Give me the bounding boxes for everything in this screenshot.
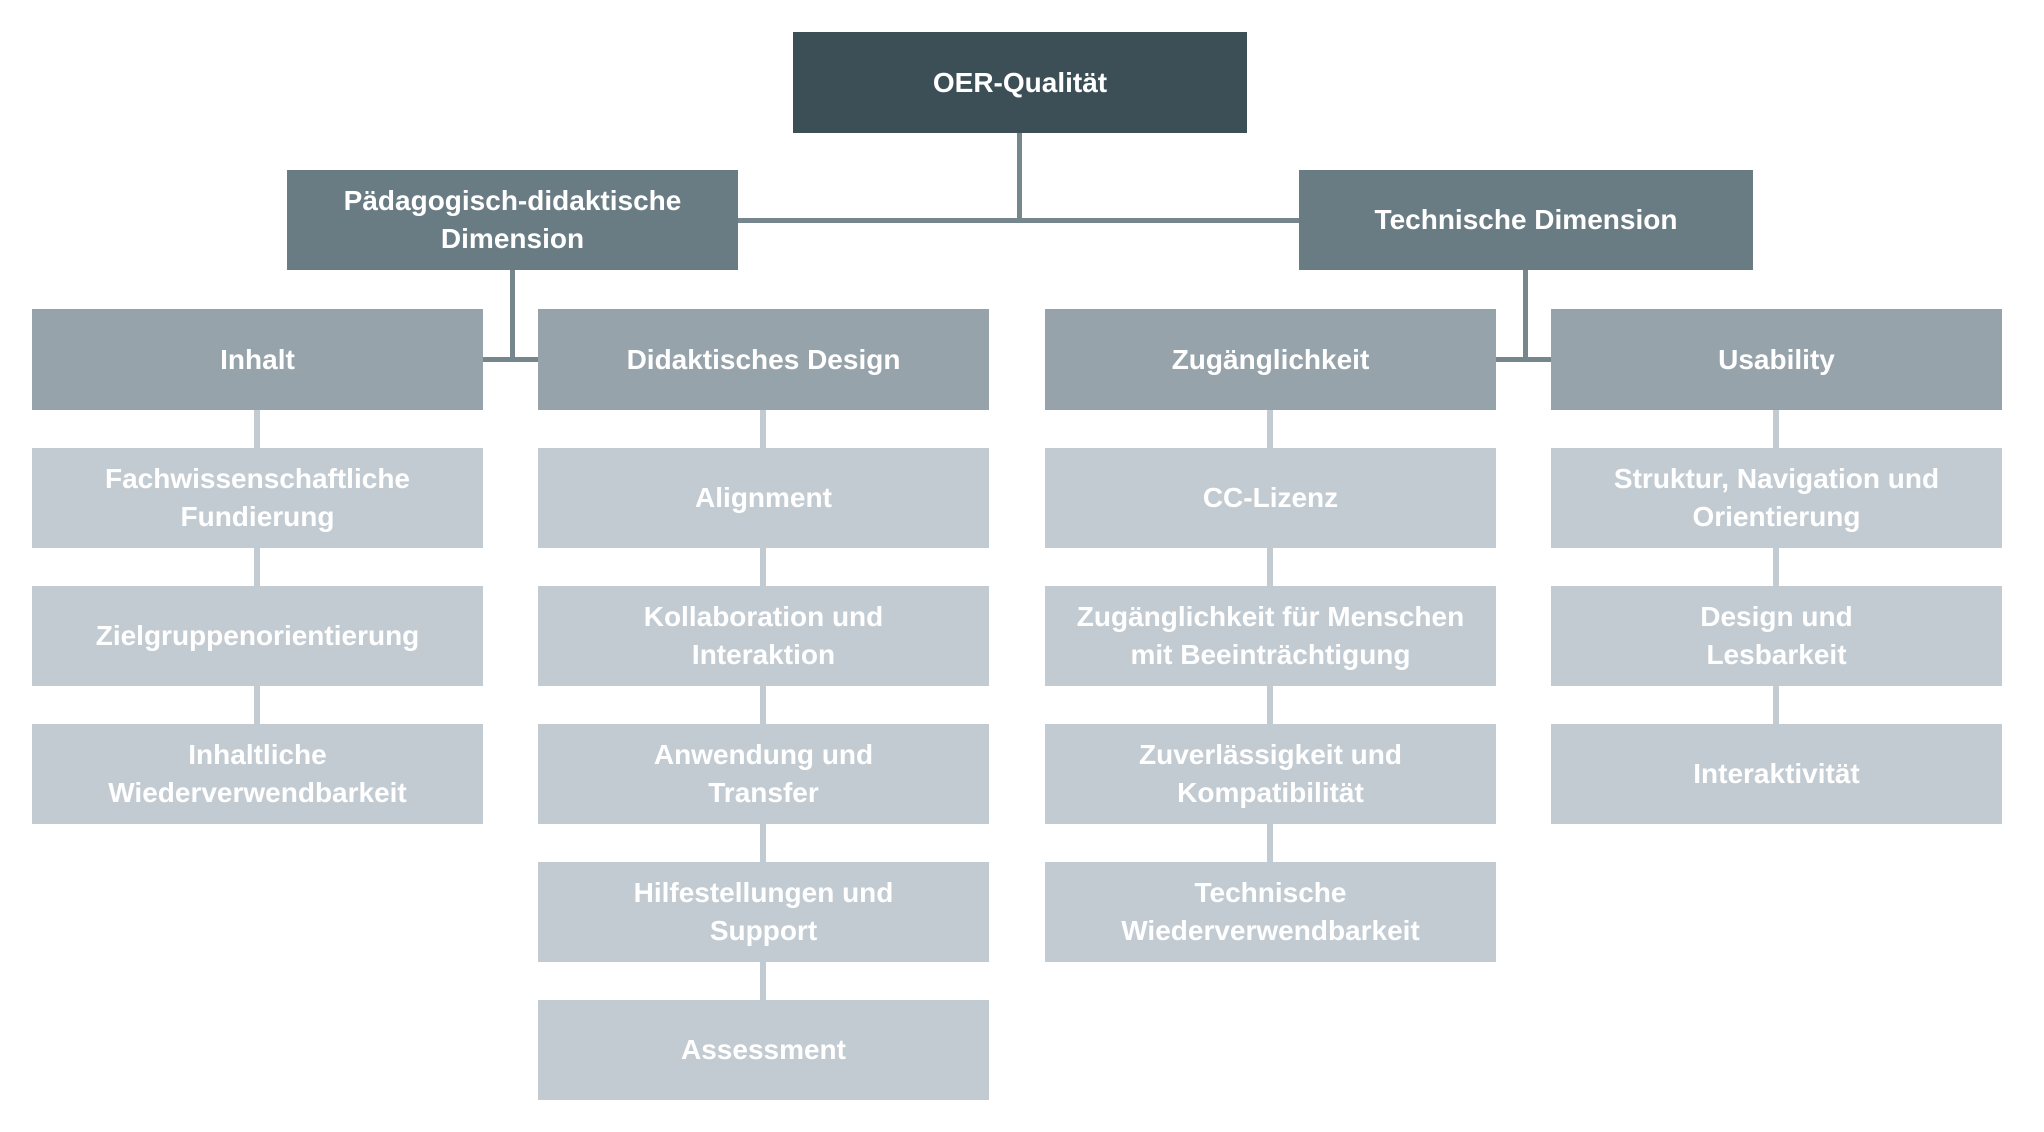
connector-root-horizontal xyxy=(738,218,1299,223)
connector-zugang-3 xyxy=(1267,824,1273,862)
node-inhalt-0: Fachwissenschaftliche Fundierung xyxy=(32,448,483,548)
connector-inhalt-1 xyxy=(254,548,260,586)
connector-usability-1 xyxy=(1773,548,1779,586)
connector-zugang-1 xyxy=(1267,548,1273,586)
connector-design-4 xyxy=(760,962,766,1000)
connector-tech-vertical xyxy=(1523,270,1528,360)
node-zugang-1: Zugänglichkeit für Menschen mit Beeinträ… xyxy=(1045,586,1496,686)
connector-inhalt-0 xyxy=(254,410,260,448)
node-dim-tech: Technische Dimension xyxy=(1299,170,1753,270)
node-design-0: Alignment xyxy=(538,448,989,548)
node-zugang-2: Zuverlässigkeit und Kompatibilität xyxy=(1045,724,1496,824)
node-zugang-0: CC-Lizenz xyxy=(1045,448,1496,548)
node-head-inhalt: Inhalt xyxy=(32,309,483,410)
node-zugang-3: Technische Wiederverwendbarkeit xyxy=(1045,862,1496,962)
node-root: OER-Qualität xyxy=(793,32,1247,133)
connector-paed-horizontal xyxy=(483,357,538,362)
connector-design-3 xyxy=(760,824,766,862)
node-design-3: Hilfestellungen und Support xyxy=(538,862,989,962)
connector-paed-vertical xyxy=(510,270,515,360)
connector-design-1 xyxy=(760,548,766,586)
node-inhalt-2: Inhaltliche Wiederverwendbarkeit xyxy=(32,724,483,824)
node-dim-paed: Pädagogisch-didaktische Dimension xyxy=(287,170,738,270)
connector-usability-0 xyxy=(1773,410,1779,448)
connector-design-0 xyxy=(760,410,766,448)
connector-zugang-2 xyxy=(1267,686,1273,724)
connector-inhalt-2 xyxy=(254,686,260,724)
node-head-usability: Usability xyxy=(1551,309,2002,410)
node-head-zugang: Zugänglichkeit xyxy=(1045,309,1496,410)
connector-design-2 xyxy=(760,686,766,724)
node-usability-1: Design und Lesbarkeit xyxy=(1551,586,2002,686)
node-usability-0: Struktur, Navigation und Orientierung xyxy=(1551,448,2002,548)
connector-root-vertical xyxy=(1017,133,1022,223)
node-design-4: Assessment xyxy=(538,1000,989,1100)
node-usability-2: Interaktivität xyxy=(1551,724,2002,824)
connector-zugang-0 xyxy=(1267,410,1273,448)
node-head-design: Didaktisches Design xyxy=(538,309,989,410)
node-design-2: Anwendung und Transfer xyxy=(538,724,989,824)
connector-tech-horizontal xyxy=(1496,357,1551,362)
node-design-1: Kollaboration und Interaktion xyxy=(538,586,989,686)
node-inhalt-1: Zielgruppenorientierung xyxy=(32,586,483,686)
connector-usability-2 xyxy=(1773,686,1779,724)
